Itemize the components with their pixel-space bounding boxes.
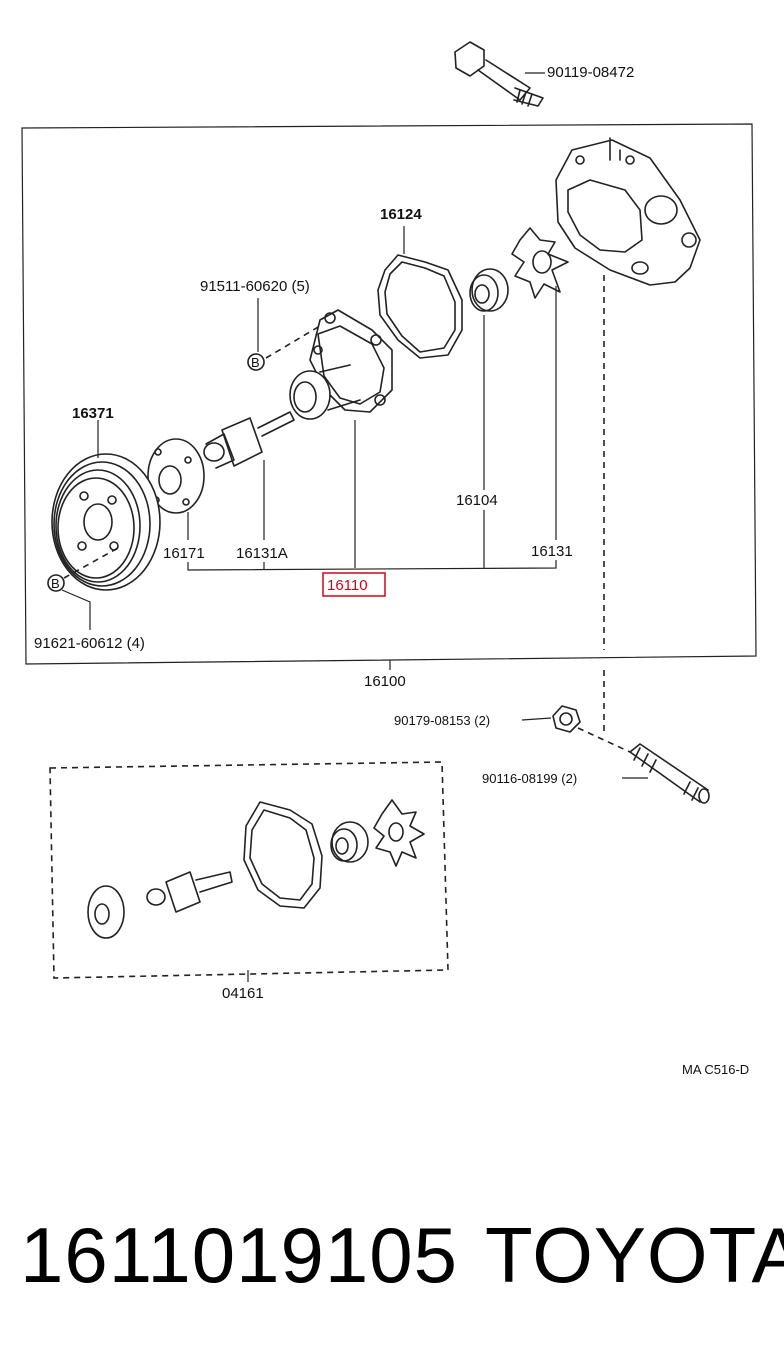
label-nut: 90179-08153 (2) (394, 713, 490, 728)
kit-gasket-drawing (243, 801, 323, 909)
bolt-top-drawing (454, 41, 544, 107)
label-seal: 16104 (456, 492, 498, 509)
label-gasket: 16124 (380, 206, 422, 223)
pulley-bolt-marker-text: B (51, 576, 60, 591)
nut-drawing (552, 705, 581, 733)
brand-name: TOYOTA (485, 1211, 784, 1299)
label-stud: 90116-08199 (2) (482, 771, 577, 786)
label-pump-body[interactable]: 16110 (327, 577, 368, 594)
label-flange: 16171 (163, 545, 205, 562)
seal-drawing (469, 268, 509, 312)
kit-impeller-drawing (373, 799, 425, 867)
label-bolt-b: 91511-60620 (5) (200, 278, 310, 295)
label-assembly: 16100 (364, 673, 406, 690)
assembly-frame (21, 123, 757, 665)
shaft-drawing (203, 411, 295, 469)
pump-body-drawing (289, 309, 393, 420)
kit-seal-drawing (330, 821, 369, 863)
bolt-b-marker-text: B (251, 355, 260, 370)
kit-shaft-drawing (146, 871, 233, 913)
label-kit: 04161 (222, 985, 264, 1002)
label-pulley-bolt: 91621-60612 (4) (34, 635, 145, 652)
gasket-drawing (377, 254, 463, 359)
stud-drawing (629, 743, 710, 804)
highlight-box (322, 572, 386, 597)
pulley-drawing (51, 453, 161, 591)
part-number: 1611019105 (20, 1211, 459, 1299)
pulley-bolt-marker (47, 574, 65, 592)
pump-housing-drawing (555, 137, 701, 286)
kit-flange-drawing (87, 885, 125, 939)
label-pulley: 16371 (72, 405, 114, 422)
impeller-drawing (511, 227, 569, 299)
footer: 1611019105 TOYOTA (0, 1205, 784, 1315)
label-shaft: 16131A (236, 545, 288, 562)
label-bolt-top: 90119-08472 (547, 64, 634, 81)
label-impeller: 16131 (531, 543, 573, 560)
bolt-b-marker (247, 353, 265, 371)
diagram-code: MA C516-D (682, 1062, 749, 1077)
